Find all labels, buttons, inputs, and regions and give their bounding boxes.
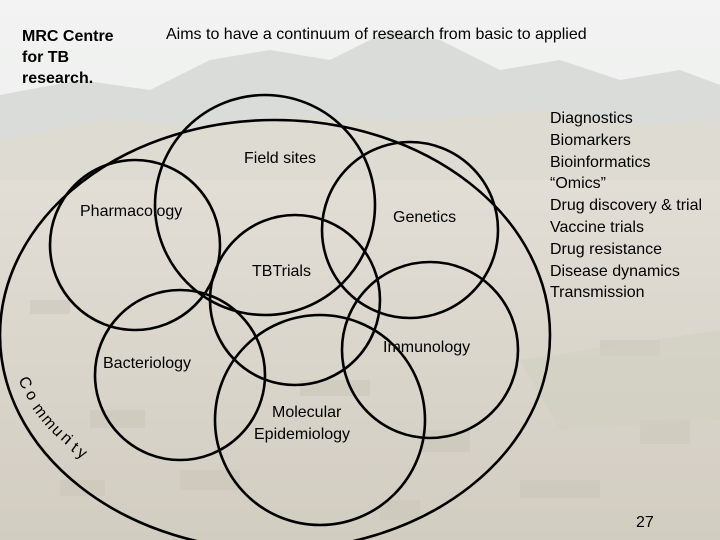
centre-title-line: MRC Centre <box>22 28 114 45</box>
outer-community-ellipse <box>0 118 552 540</box>
label-molecular: Molecular <box>272 404 342 421</box>
label-genetics: Genetics <box>393 209 457 226</box>
centre-title-line: for TB <box>22 49 70 66</box>
label-bacteriology: Bacteriology <box>103 355 192 372</box>
topic-item: Drug resistance <box>550 240 663 258</box>
topic-item: Vaccine trials <box>550 218 644 236</box>
label-epidemiology: Epidemiology <box>254 426 351 443</box>
label-tbtrials: TBTrials <box>252 263 311 280</box>
topic-item: Biomarkers <box>550 131 631 149</box>
aims-statement: Aims to have a continuum of research fro… <box>166 26 587 43</box>
slide-number: 27 <box>636 514 654 531</box>
circle-bacteriology <box>93 288 267 462</box>
circle-molecular-epidemiology <box>213 313 427 527</box>
centre-title-line: research. <box>22 70 94 87</box>
label-pharmacology: Pharmacology <box>80 203 183 220</box>
topic-item: Drug discovery & trial <box>550 197 703 215</box>
green-belt <box>520 330 720 430</box>
circle-pharmacology <box>48 158 222 332</box>
topic-item: Diagnostics <box>550 110 633 127</box>
topic-item: Transmission <box>550 284 645 302</box>
topic-item: “Omics” <box>550 175 606 193</box>
circle-field-sites <box>153 93 377 317</box>
circle-genetics <box>320 140 500 320</box>
topic-item: Bioinformatics <box>550 153 651 171</box>
label-immunology: Immunology <box>383 339 471 356</box>
centre-title: MRC Centre for TB research. <box>22 26 114 89</box>
label-field-sites: Field sites <box>244 150 317 167</box>
research-topics-list: Diagnostics Biomarkers Bioinformatics “O… <box>550 108 702 304</box>
topic-item: Disease dynamics <box>550 262 680 280</box>
community-curved-label: C o m m u n i t y <box>14 374 89 463</box>
circle-tbtrials <box>208 213 382 387</box>
circle-immunology <box>340 260 520 440</box>
